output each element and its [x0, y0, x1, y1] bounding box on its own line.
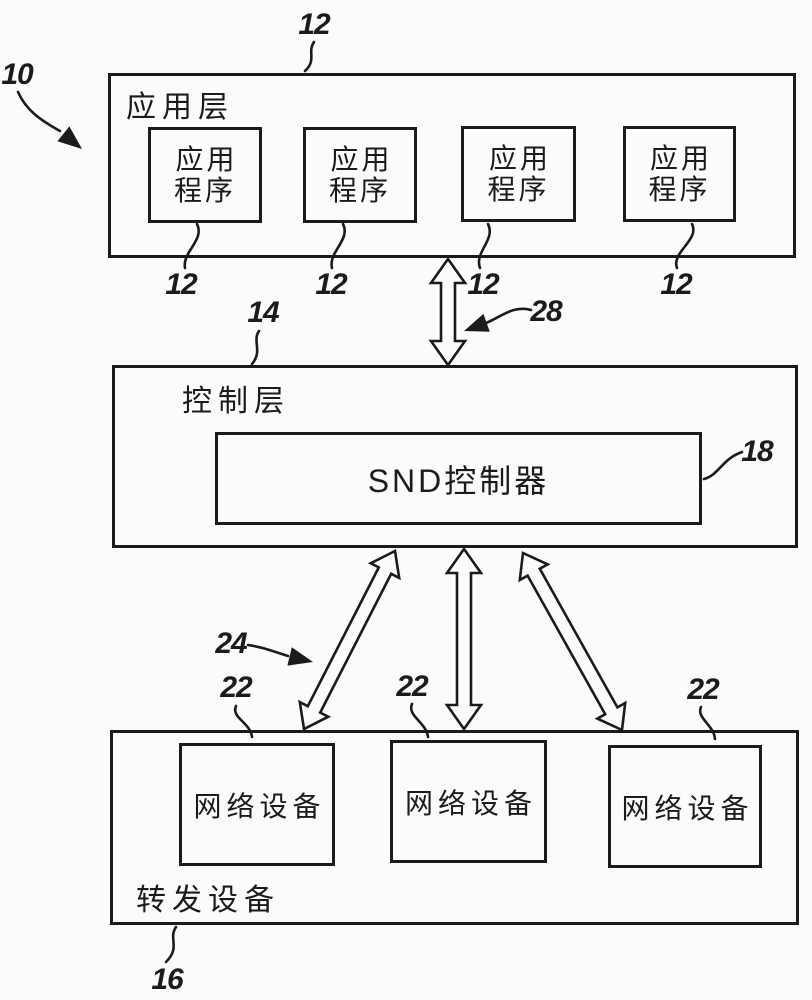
double-arrow-app-control-icon: [428, 256, 468, 368]
ref-16: 16: [151, 963, 183, 996]
app-box-1: 应用 程序: [148, 127, 262, 223]
ref10-arrowhead-icon: [57, 126, 82, 149]
app-box-2-label: 应用 程序: [328, 143, 393, 206]
app-box-4: 应用 程序: [623, 126, 736, 222]
application-layer-box: [108, 73, 796, 258]
leader-ref12-top: [303, 40, 316, 73]
double-arrow-control-device-middle-icon: [444, 546, 484, 732]
ref-12-app4: 12: [660, 268, 692, 301]
ref-12-app3: 12: [467, 268, 499, 301]
ref10-arrow-tail: [16, 90, 62, 133]
leader-ref14: [250, 329, 261, 366]
ref-24: 24: [215, 627, 247, 660]
control-layer-label: 控制层: [182, 385, 290, 418]
ref-10: 10: [1, 58, 33, 91]
ref28-arrow-tail: [484, 307, 533, 325]
application-layer-label: 应用层: [126, 91, 234, 124]
snd-controller-box: SND控制器: [215, 432, 702, 525]
app-box-4-label: 应用 程序: [648, 142, 712, 205]
network-device-box-3: 网络设备: [608, 745, 762, 868]
ref-22-dev3: 22: [687, 673, 719, 706]
ref-28: 28: [530, 295, 562, 328]
ref-14: 14: [247, 296, 279, 329]
ref-22-dev2: 22: [396, 670, 428, 703]
app-box-1-label: 应用 程序: [173, 143, 238, 206]
double-arrow-control-device-left-icon: [298, 549, 401, 731]
snd-controller-label: SND控制器: [367, 462, 550, 499]
double-arrow-control-device-right-icon: [518, 551, 627, 732]
ref28-arrowhead-icon: [464, 313, 490, 332]
ref24-arrow-tail: [246, 643, 290, 658]
ref-12-app1: 12: [165, 268, 197, 301]
network-device-box-1: 网络设备: [179, 743, 335, 866]
forwarding-layer-box: [110, 730, 799, 925]
leader-ref16: [164, 925, 178, 964]
ref-12-app2: 12: [315, 268, 347, 301]
network-device-2-label: 网络设备: [404, 787, 537, 819]
app-box-3: 应用 程序: [461, 126, 576, 222]
app-box-3-label: 应用 程序: [487, 142, 551, 205]
network-device-1-label: 网络设备: [193, 790, 326, 822]
ref-12-top: 12: [298, 8, 330, 41]
ref24-arrowhead-icon: [287, 647, 313, 666]
network-device-3-label: 网络设备: [621, 792, 754, 824]
ref-18: 18: [741, 435, 773, 468]
forwarding-layer-label: 转发设备: [136, 884, 280, 917]
ref-22-dev1: 22: [220, 671, 252, 704]
network-device-box-2: 网络设备: [390, 740, 547, 863]
app-box-2: 应用 程序: [303, 127, 417, 223]
